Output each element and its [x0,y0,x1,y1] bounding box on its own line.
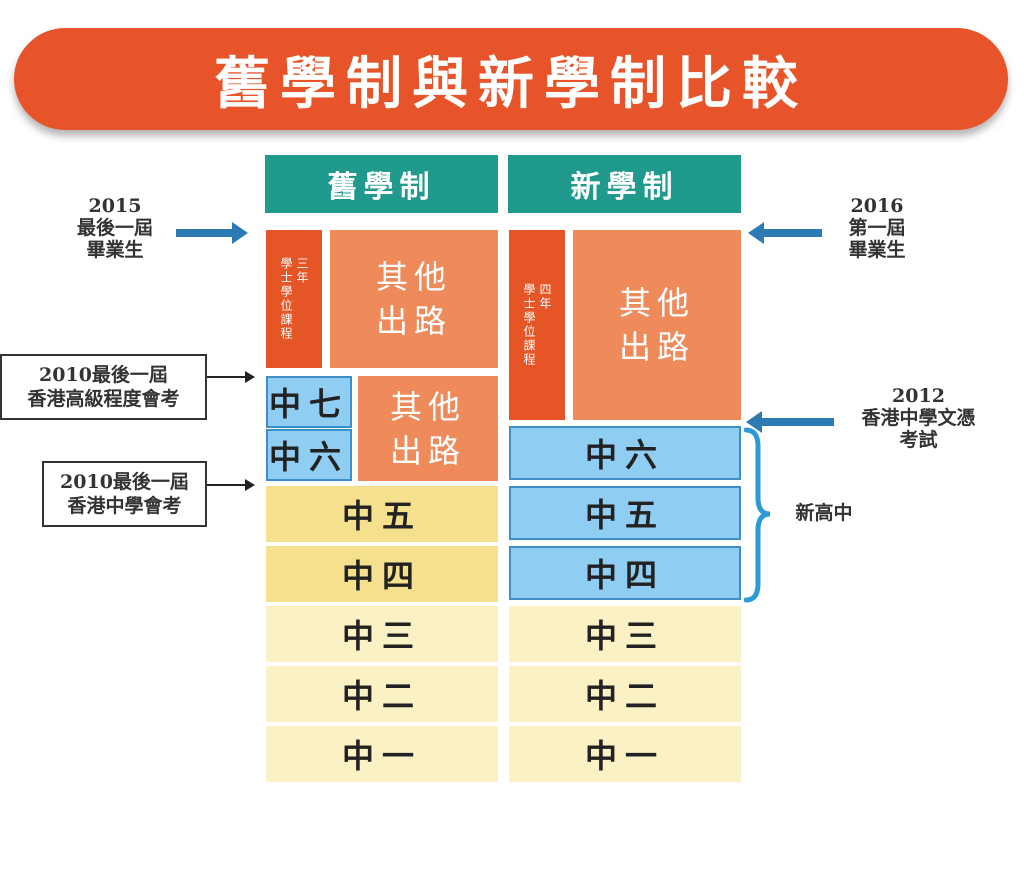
black-arrow-shaft-2 [207,484,247,486]
new-s5: 中五 [509,486,741,540]
title-banner: 舊學制與新學制比較 [14,28,1008,130]
hkdse-label: 2012 香港中學文憑 考試 [861,385,976,451]
nss-label: 新高中 [795,502,853,524]
arrow-shaft-hkdse [762,418,834,426]
new-s2: 中二 [509,666,741,722]
black-arrow-right-icon [245,371,255,383]
arrow-shaft-left [176,229,234,237]
old-s1: 中一 [266,726,498,782]
old-s7: 中七 [266,376,352,428]
last-hkcee-box: 2010最後一屆 香港中學會考 [42,461,207,527]
arrow-right-icon [232,222,248,244]
old-other-paths-mid: 其他 出路 [358,376,498,481]
old-s4: 中四 [266,546,498,602]
old-degree-3yr: 三年 學士學位課程 [266,230,322,368]
black-arrow-right-icon [245,479,255,491]
first-graduates-label: 2016 第一屆 畢業生 [848,195,906,261]
arrow-shaft-right [764,229,822,237]
new-degree-4yr: 四年 學士學位課程 [509,230,565,420]
old-s6: 中六 [266,429,352,481]
brace-icon [744,427,771,603]
old-system-header: 舊學制 [265,155,498,213]
black-arrow-shaft-1 [207,376,247,378]
last-graduates-label: 2015 最後一屆 畢業生 [76,195,153,261]
old-s2: 中二 [266,666,498,722]
new-s6: 中六 [509,426,741,480]
old-other-paths-top: 其他 出路 [330,230,498,368]
page-title: 舊學制與新學制比較 [214,50,808,117]
new-other-paths: 其他 出路 [573,230,741,420]
last-alevel-box: 2010最後一屆 香港高級程度會考 [0,354,207,420]
old-s3: 中三 [266,606,498,662]
new-system-header: 新學制 [508,155,741,213]
arrow-left-icon [748,222,764,244]
old-s5: 中五 [266,486,498,542]
new-s3: 中三 [509,606,741,662]
arrow-left-icon [746,411,762,433]
new-s4: 中四 [509,546,741,600]
new-s1: 中一 [509,726,741,782]
